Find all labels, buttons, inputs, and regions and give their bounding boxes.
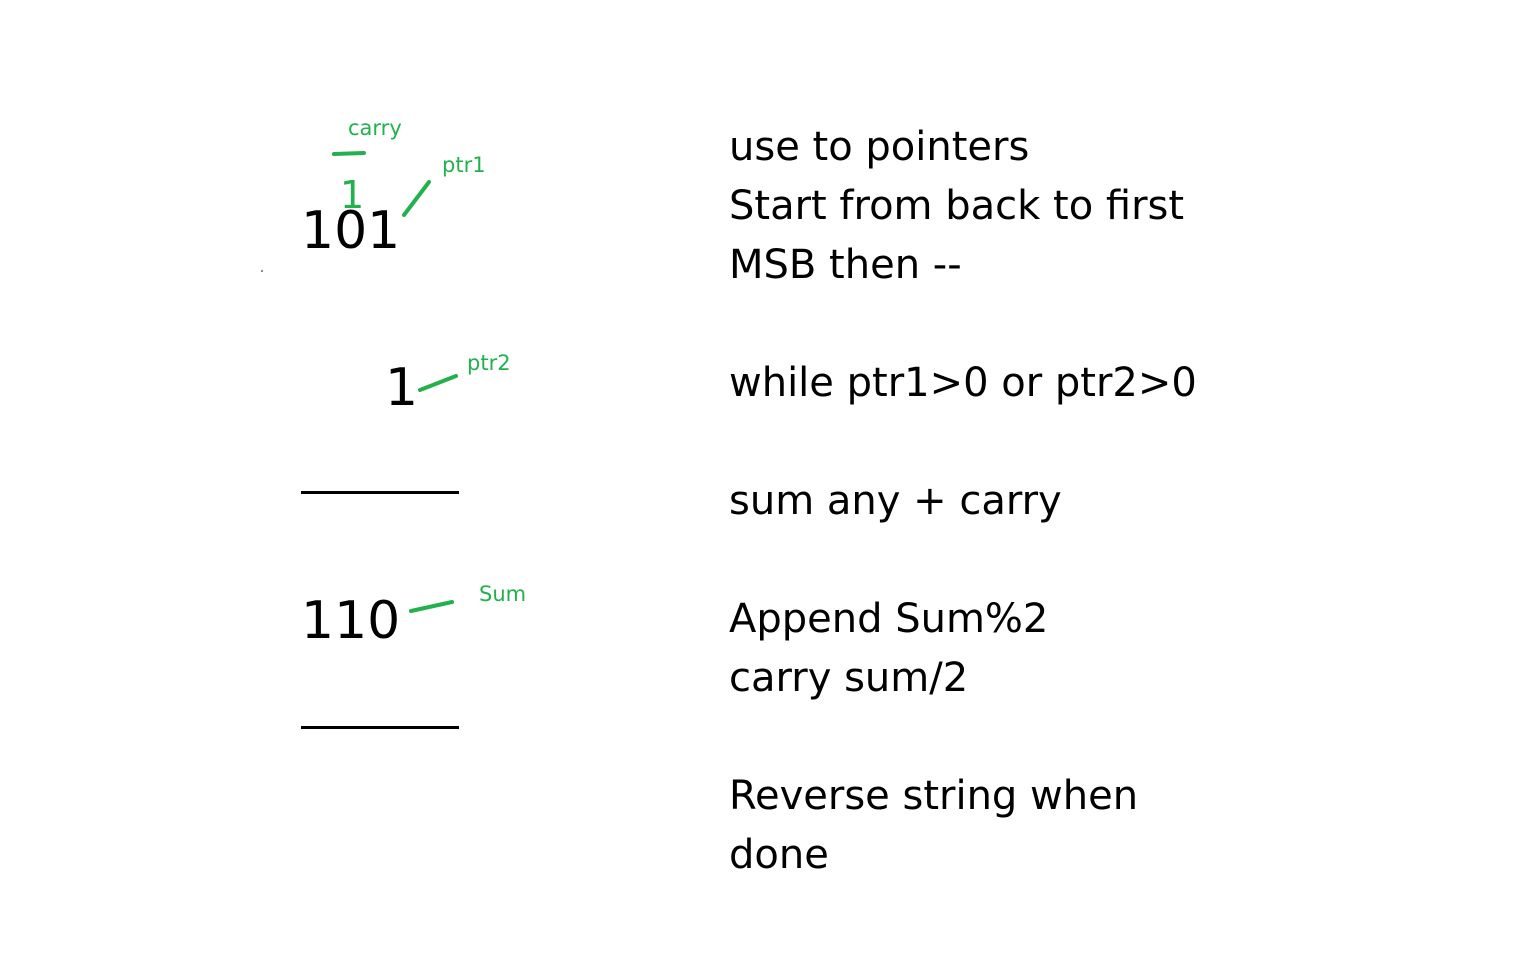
ptr2-pointer-stroke bbox=[418, 374, 458, 392]
note-line-7: carry sum/2 bbox=[729, 655, 969, 701]
note-line-2: Start from back to first bbox=[729, 183, 1185, 229]
result-value: 110 bbox=[301, 591, 401, 651]
sum-rule-bottom bbox=[301, 726, 459, 729]
carry-label: carry bbox=[348, 116, 402, 140]
ptr2-label: ptr2 bbox=[467, 351, 511, 375]
sum-label: Sum bbox=[479, 582, 527, 606]
note-line-5: sum any + carry bbox=[729, 478, 1062, 524]
carry-digit: 1 bbox=[340, 173, 365, 217]
note-line-4: while ptr1>0 or ptr2>0 bbox=[729, 360, 1197, 406]
note-line-6: Append Sum%2 bbox=[729, 596, 1049, 642]
sum-rule-top bbox=[301, 491, 459, 494]
operand-2: 1 bbox=[385, 358, 419, 418]
ptr1-pointer-stroke bbox=[402, 180, 431, 217]
stray-dot bbox=[261, 270, 263, 272]
sum-pointer-stroke bbox=[409, 600, 454, 613]
note-line-8: Reverse string when bbox=[729, 773, 1139, 819]
note-line-9: done bbox=[729, 832, 829, 878]
operand-1: 101 bbox=[301, 201, 401, 261]
carry-dash-stroke bbox=[332, 151, 366, 156]
note-line-3: MSB then -- bbox=[729, 242, 962, 288]
ptr1-label: ptr1 bbox=[442, 153, 486, 177]
note-line-1: use to pointers bbox=[729, 124, 1030, 170]
